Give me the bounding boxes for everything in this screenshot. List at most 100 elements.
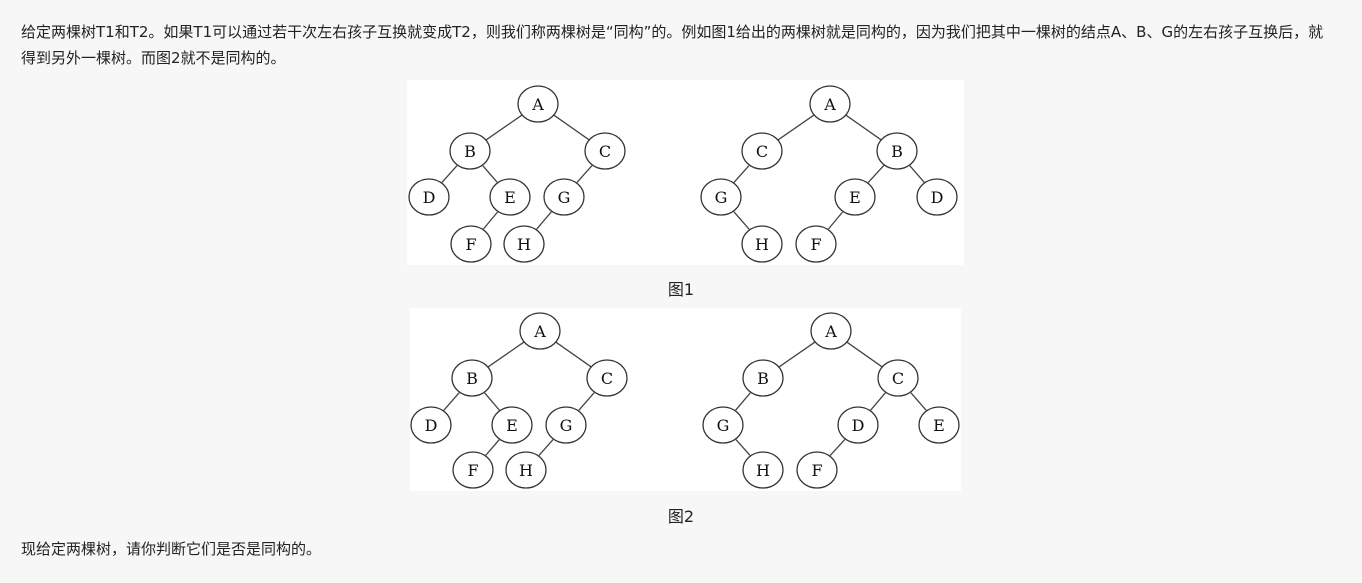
tree-node-D: D: [408, 178, 450, 216]
edge-B-D: [443, 392, 460, 411]
problem-statement: 给定两棵树T1和T2。如果T1可以通过若干次左右孩子互换就变成T2，则我们称两棵…: [21, 23, 1324, 67]
tree-node-label-G: G: [558, 188, 571, 207]
edge-C-G: [733, 165, 750, 183]
tree-node-label-A: A: [824, 322, 837, 341]
tree-node-label-B: B: [466, 369, 478, 388]
tree-node-C: C: [741, 132, 783, 170]
tree-node-G: G: [545, 406, 587, 444]
tree-node-label-E: E: [849, 188, 861, 207]
tree-node-label-E: E: [933, 416, 945, 435]
tree-node-label-D: D: [423, 188, 436, 207]
tree-node-H: H: [742, 451, 784, 489]
edge-B-E: [867, 164, 885, 184]
edge-E-F: [485, 439, 500, 456]
edge-C-D: [870, 392, 886, 411]
figure-1-trees: A B C D E G F H A C B G E D H F: [408, 85, 958, 263]
edge-G-H: [733, 211, 750, 230]
edge-D-F: [829, 438, 846, 457]
tree-node-A: A: [809, 85, 851, 123]
edge-E-F: [482, 211, 499, 230]
edge-B-E: [484, 392, 500, 411]
tree-node-F: F: [452, 451, 494, 489]
figure-2-trees: A B C D E G F H A B C G D E H F: [410, 312, 960, 489]
figure-1: A B C D E G F H A C B G E D H F: [407, 80, 964, 265]
tree-node-H: H: [505, 451, 547, 489]
tree-node-E: E: [489, 178, 531, 216]
figure-1-caption: 图1: [667, 280, 695, 299]
tree-node-label-H: H: [517, 235, 531, 254]
tree-node-C: C: [584, 132, 626, 170]
edge-B-D: [909, 165, 925, 183]
tree-node-H: H: [503, 225, 545, 263]
tree-node-H: H: [741, 225, 783, 263]
tree-node-E: E: [491, 406, 533, 444]
edge-A-C: [846, 341, 883, 368]
figure-2-tree-2: A B C G D E H F: [702, 312, 960, 489]
edge-A-B: [845, 114, 882, 141]
tree-node-E: E: [834, 178, 876, 216]
tree-node-G: G: [543, 178, 585, 216]
edge-A-C: [553, 114, 590, 141]
tree-node-label-F: F: [465, 235, 476, 254]
tree-node-label-H: H: [755, 235, 769, 254]
tree-node-label-E: E: [506, 416, 518, 435]
question-text: 现给定两棵树，请你判断它们是否是同构的。: [21, 540, 322, 558]
figure-1-tree-2: A C B G E D H F: [700, 85, 958, 263]
tree-node-C: C: [586, 359, 628, 397]
tree-node-C: C: [877, 359, 919, 397]
tree-node-label-B: B: [757, 369, 769, 388]
tree-node-label-C: C: [599, 142, 611, 161]
tree-node-label-H: H: [519, 461, 533, 480]
edge-G-H: [538, 439, 554, 456]
edge-A-C: [555, 341, 592, 368]
figure-2-tree-1: A B C D E G F H: [410, 312, 628, 489]
tree-node-D: D: [916, 178, 958, 216]
edge-C-G: [578, 392, 595, 411]
edge-A-C: [777, 114, 815, 141]
tree-node-D: D: [410, 406, 452, 444]
tree-node-F: F: [795, 225, 837, 263]
tree-node-label-F: F: [467, 461, 478, 480]
tree-node-label-A: A: [823, 95, 836, 114]
tree-node-label-F: F: [810, 235, 821, 254]
tree-node-A: A: [519, 312, 561, 350]
tree-node-B: B: [451, 359, 493, 397]
tree-node-label-B: B: [891, 142, 903, 161]
edge-B-E: [482, 165, 498, 183]
tree-node-label-C: C: [892, 369, 904, 388]
edge-G-H: [536, 211, 552, 230]
edge-G-H: [735, 439, 751, 456]
edge-B-D: [441, 165, 458, 183]
tree-node-label-D: D: [931, 188, 944, 207]
tree-node-label-D: D: [425, 416, 438, 435]
tree-node-label-G: G: [715, 188, 728, 207]
edge-C-E: [910, 392, 927, 411]
tree-node-label-C: C: [756, 142, 768, 161]
tree-node-label-B: B: [464, 142, 476, 161]
figure-2-caption: 图2: [667, 507, 695, 526]
tree-node-A: A: [517, 85, 559, 123]
tree-node-G: G: [702, 406, 744, 444]
edge-C-G: [576, 165, 593, 183]
figure-1-tree-1: A B C D E G F H: [408, 85, 626, 263]
edge-A-B: [485, 114, 523, 141]
tree-node-label-A: A: [533, 322, 546, 341]
tree-node-label-D: D: [852, 416, 865, 435]
tree-node-B: B: [742, 359, 784, 397]
tree-node-E: E: [918, 406, 960, 444]
tree-node-F: F: [796, 451, 838, 489]
tree-node-B: B: [449, 132, 491, 170]
edge-A-B: [487, 341, 525, 368]
edge-B-G: [735, 392, 751, 411]
tree-node-label-H: H: [756, 461, 770, 480]
figure-2: A B C D E G F H A B C G D E H F: [410, 308, 961, 491]
tree-node-F: F: [450, 225, 492, 263]
tree-node-label-C: C: [601, 369, 613, 388]
tree-node-label-G: G: [560, 416, 573, 435]
tree-node-B: B: [876, 132, 918, 170]
tree-node-D: D: [837, 406, 879, 444]
edge-E-F: [827, 211, 844, 230]
tree-node-label-E: E: [504, 188, 516, 207]
tree-node-G: G: [700, 178, 742, 216]
edge-A-B: [778, 341, 816, 368]
